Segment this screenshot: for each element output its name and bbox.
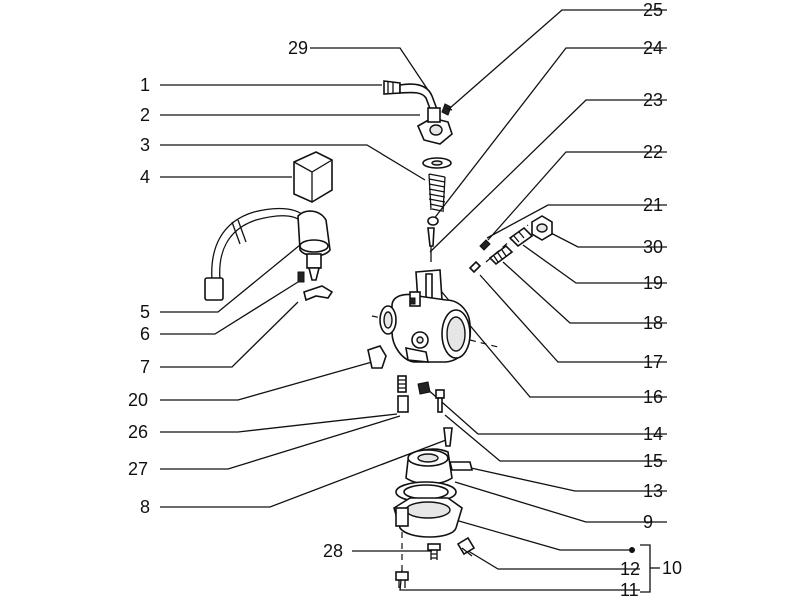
label-12: 12 <box>620 559 640 579</box>
part-5-starter <box>204 207 331 301</box>
part-17-spring <box>468 260 482 274</box>
label-30: 30 <box>643 237 663 257</box>
label-28: 28 <box>323 541 343 561</box>
label-7: 7 <box>140 357 150 377</box>
part-gasket <box>395 481 457 503</box>
callout-labels: 1 2 3 4 5 6 7 8 20 26 27 28 29 25 24 23 … <box>128 0 682 600</box>
part-12-screw <box>456 536 476 557</box>
label-13: 13 <box>643 481 663 501</box>
part-1-hose-clip <box>383 80 401 95</box>
part-3-spring <box>422 157 452 213</box>
part-4-boot <box>293 151 333 203</box>
label-6: 6 <box>140 324 150 344</box>
part-2-cover <box>416 107 453 145</box>
part-11-screw <box>395 571 409 588</box>
part-20-bracket <box>367 345 387 369</box>
part-24-clip <box>427 216 439 226</box>
part-21-screw <box>479 239 491 251</box>
label-2: 2 <box>140 105 150 125</box>
part-15-screw <box>435 389 445 413</box>
label-10: 10 <box>662 558 682 578</box>
part-9-float <box>405 448 453 485</box>
label-16: 16 <box>643 387 663 407</box>
part-18-idle-screw <box>488 244 514 266</box>
part-25-screw <box>441 103 453 116</box>
label-24: 24 <box>643 38 663 58</box>
label-20: 20 <box>128 390 148 410</box>
label-19: 19 <box>643 273 663 293</box>
part-30-nut <box>531 215 553 241</box>
label-27: 27 <box>128 459 148 479</box>
label-26: 26 <box>128 422 148 442</box>
part-19-adjuster <box>508 226 534 248</box>
label-8: 8 <box>140 497 150 517</box>
callout-dot <box>629 547 635 553</box>
carburetor-body <box>379 269 472 363</box>
label-1: 1 <box>140 75 150 95</box>
part-7-clamp <box>303 285 334 302</box>
label-25: 25 <box>643 0 663 20</box>
part-27-sleeve <box>397 395 409 413</box>
part-14-nut <box>417 381 431 395</box>
label-15: 15 <box>643 451 663 471</box>
label-21: 21 <box>643 195 663 215</box>
label-14: 14 <box>643 424 663 444</box>
label-11: 11 <box>620 580 639 600</box>
part-6-screw <box>297 271 305 283</box>
label-5: 5 <box>140 302 150 322</box>
part-8-float-needle <box>443 427 453 447</box>
label-22: 22 <box>643 142 663 162</box>
label-17: 17 <box>643 352 663 372</box>
label-18: 18 <box>643 313 663 333</box>
label-4: 4 <box>140 167 150 187</box>
part-23-needle <box>427 227 435 262</box>
part-13-pin <box>448 461 474 471</box>
part-10-float-bowl <box>393 497 463 538</box>
label-3: 3 <box>140 135 150 155</box>
part-28-screw <box>427 543 441 560</box>
label-29: 29 <box>288 38 308 58</box>
part-26-jet <box>397 375 407 393</box>
label-23: 23 <box>643 90 663 110</box>
label-9: 9 <box>643 512 653 532</box>
